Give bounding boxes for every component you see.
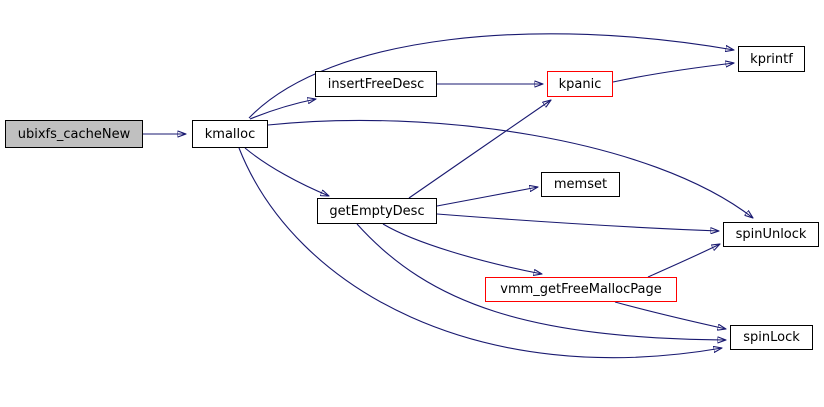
node-vmm-getfreemallocpage-label: vmm_getFreeMallocPage <box>500 282 662 297</box>
edge-getEmptyDesc-kpanic <box>408 100 551 199</box>
node-kprintf-label: kprintf <box>750 51 793 67</box>
node-getemptydesc[interactable]: getEmptyDesc <box>317 198 437 224</box>
node-spinlock-label: spinLock <box>743 330 800 345</box>
node-spinunlock-label: spinUnlock <box>735 227 807 242</box>
edge-getEmptyDesc-spinUnlock <box>436 213 719 231</box>
node-memset-label: memset <box>553 177 608 192</box>
edge-kmalloc-getEmptyDesc <box>244 147 329 196</box>
node-spinunlock[interactable]: spinUnlock <box>723 222 819 247</box>
edge-getEmptyDesc-vmm_getFreeMallocPage <box>382 223 542 274</box>
node-getemptydesc-label: getEmptyDesc <box>329 203 425 219</box>
node-kmalloc[interactable]: kmalloc <box>192 120 268 148</box>
node-kpanic[interactable]: kpanic <box>547 71 613 97</box>
node-insertfreedesc-label: insertFreeDesc <box>327 76 425 92</box>
node-spinlock[interactable]: spinLock <box>730 325 813 350</box>
node-ubixfs-cachenew-label: ubixfs_cacheNew <box>17 126 131 142</box>
edge-vmm_getFreeMallocPage-spinUnlock <box>647 244 720 278</box>
edge-kmalloc-insertFreeDesc <box>249 99 316 120</box>
edge-kmalloc-spinLock <box>238 147 722 359</box>
node-insertfreedesc[interactable]: insertFreeDesc <box>315 71 437 97</box>
edge-getEmptyDesc-memset <box>436 187 538 207</box>
edge-vmm_getFreeMallocPage-spinLock <box>614 301 726 329</box>
edge-kmalloc-spinUnlock <box>267 119 753 218</box>
edge-kpanic-kprintf <box>612 63 734 83</box>
node-memset[interactable]: memset <box>541 172 620 197</box>
node-ubixfs-cachenew: ubixfs_cacheNew <box>5 120 143 148</box>
edge-getEmptyDesc-spinLock <box>356 223 726 340</box>
node-kprintf[interactable]: kprintf <box>738 46 805 72</box>
node-kmalloc-label: kmalloc <box>204 126 256 142</box>
edge-kmalloc-kprintf <box>248 33 734 119</box>
node-vmm-getfreemallocpage[interactable]: vmm_getFreeMallocPage <box>485 277 677 302</box>
node-kpanic-label: kpanic <box>558 76 602 92</box>
